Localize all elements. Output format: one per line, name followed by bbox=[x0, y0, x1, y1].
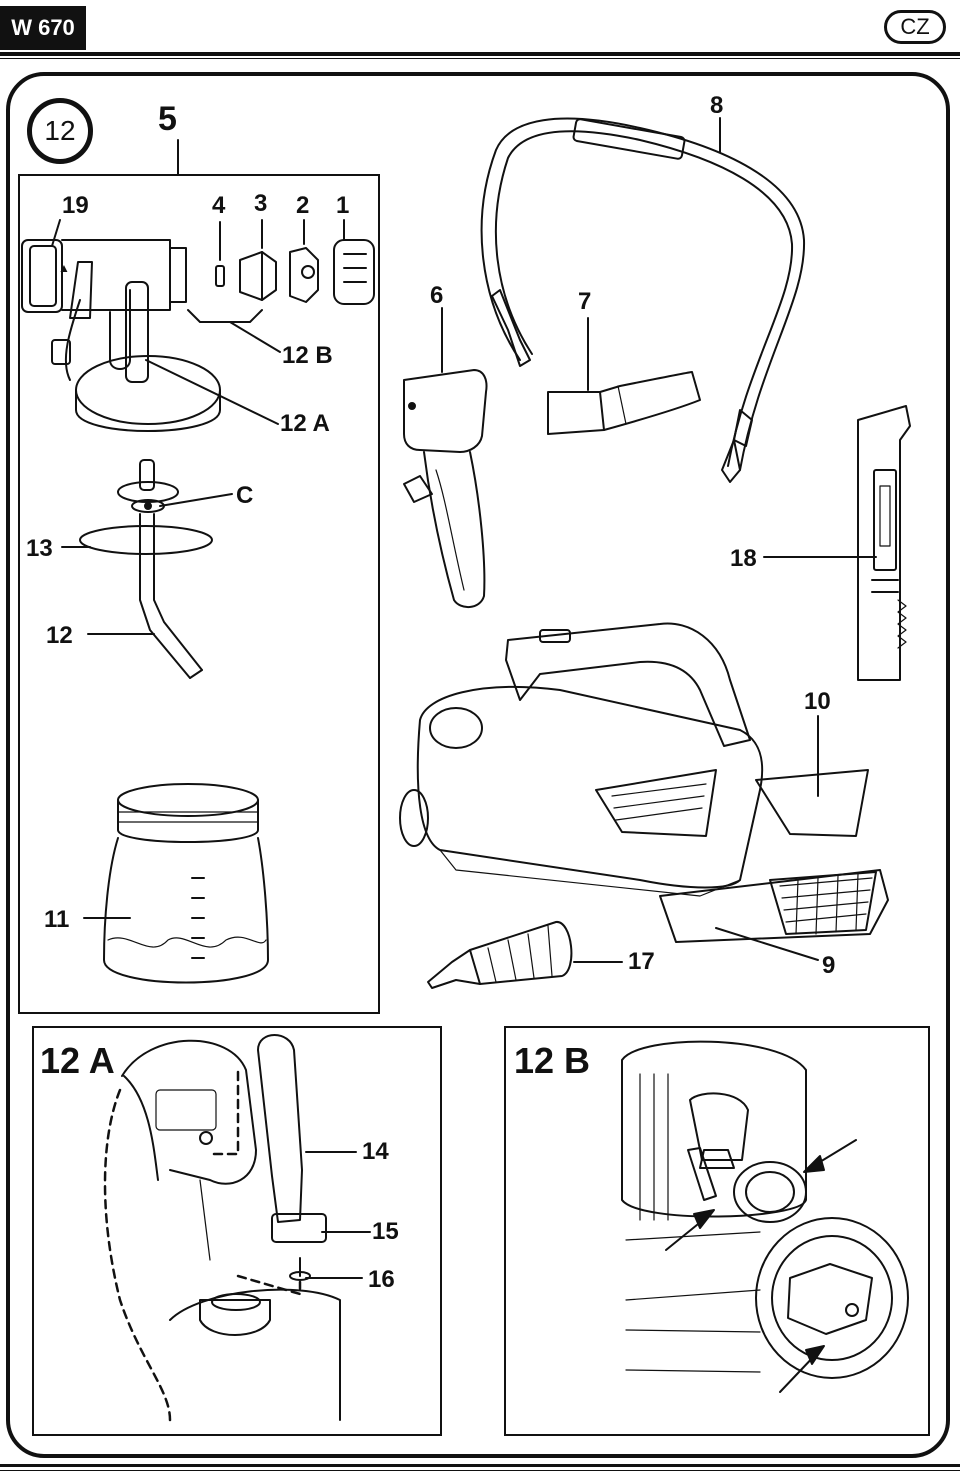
part-label-3: 3 bbox=[254, 190, 268, 217]
arrow-icon-group bbox=[665, 1139, 857, 1393]
shoulder-strap-illustration bbox=[480, 117, 806, 483]
spray-gun-front-illustration: ▲ bbox=[21, 239, 221, 432]
detail-12a-box bbox=[32, 1026, 442, 1436]
leader-12a bbox=[145, 359, 279, 425]
part-label-8: 8 bbox=[710, 92, 724, 119]
part-label-1: 1 bbox=[336, 192, 350, 219]
detail-12b-title: 12 B bbox=[514, 1040, 591, 1081]
part-label-12: 12 bbox=[46, 622, 73, 649]
part-label-18: 18 bbox=[730, 545, 757, 572]
part-label-19: 19 bbox=[62, 192, 89, 219]
paint-container-illustration bbox=[103, 783, 269, 984]
part-label-17: 17 bbox=[628, 948, 655, 975]
header-rule bbox=[0, 52, 960, 56]
footer-rule bbox=[0, 1464, 960, 1467]
leader-9 bbox=[715, 927, 819, 961]
suction-tube-illustration bbox=[79, 459, 213, 679]
arrow-head-icon bbox=[693, 1209, 715, 1229]
svg-text:▲: ▲ bbox=[58, 261, 70, 275]
arrow-head-icon bbox=[803, 1155, 825, 1173]
detail-12a-title: 12 A bbox=[40, 1040, 115, 1081]
part-label-2: 2 bbox=[296, 192, 310, 219]
part-label-15: 15 bbox=[372, 1218, 399, 1245]
part-label-6: 6 bbox=[430, 282, 444, 309]
leader-12b bbox=[229, 321, 281, 353]
filter-illustration bbox=[755, 769, 869, 837]
spray-gun-parts-box bbox=[18, 174, 380, 1014]
part-label-c: C bbox=[236, 482, 254, 509]
part-label-7: 7 bbox=[578, 288, 592, 315]
leader-c bbox=[159, 493, 233, 507]
main-box-label: 5 bbox=[158, 100, 177, 138]
viscosity-cup-illustration bbox=[857, 405, 911, 681]
part-label-14: 14 bbox=[362, 1138, 389, 1165]
bracket-12b bbox=[187, 309, 263, 323]
hose-adapter-illustration bbox=[547, 371, 701, 435]
arrow-head-icon bbox=[805, 1345, 825, 1365]
handle-illustration bbox=[403, 369, 488, 608]
part-label-4: 4 bbox=[212, 192, 226, 219]
header-rule-thin bbox=[0, 58, 960, 59]
detail-12b-illustration bbox=[621, 1040, 909, 1379]
air-filter-cover-illustration bbox=[659, 869, 889, 943]
detail-12b-box bbox=[504, 1026, 930, 1436]
footer-rule-thin bbox=[0, 1470, 960, 1471]
language-badge: CZ bbox=[884, 10, 946, 44]
part-label-12b: 12 B bbox=[282, 342, 333, 369]
nozzle-illustration bbox=[427, 921, 573, 989]
detail-12a-illustration bbox=[103, 1034, 341, 1422]
part-label-16: 16 bbox=[368, 1266, 395, 1293]
nozzle-parts-illustration bbox=[215, 239, 375, 305]
part-label-13: 13 bbox=[26, 535, 53, 562]
part-label-12a: 12 A bbox=[280, 410, 330, 437]
model-badge: W 670 bbox=[0, 6, 86, 50]
turbine-unit-illustration bbox=[399, 622, 764, 897]
part-label-10: 10 bbox=[804, 688, 831, 715]
part-label-9: 9 bbox=[822, 952, 836, 979]
part-label-11: 11 bbox=[44, 906, 70, 933]
figure-frame bbox=[6, 72, 950, 1458]
leader-19 bbox=[51, 219, 61, 247]
figure-number: 12 bbox=[27, 98, 93, 164]
